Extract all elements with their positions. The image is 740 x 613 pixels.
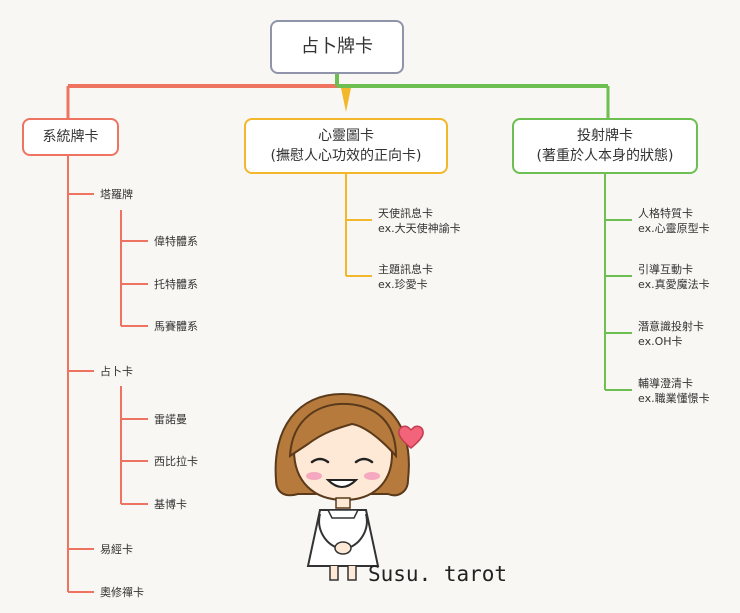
node-waite[interactable]: 偉特體系 <box>154 235 198 248</box>
node-line1: 天使訊息卡 <box>378 207 433 220</box>
node-theme-message[interactable]: 主題訊息卡 ex.珍愛卡 <box>378 262 433 292</box>
node-line2: ex.心靈原型卡 <box>638 222 710 235</box>
node-line2: ex.真愛魔法卡 <box>638 278 710 291</box>
signature: Susu. tarot <box>368 562 508 586</box>
node-angel-message[interactable]: 天使訊息卡 ex.大天使神諭卡 <box>378 206 461 236</box>
node-personality[interactable]: 人格特質卡 ex.心靈原型卡 <box>638 206 710 236</box>
node-line1: 輔導澄清卡 <box>638 377 693 390</box>
node-tarot[interactable]: 塔羅牌 <box>100 188 133 201</box>
branch-title: 心靈圖卡 <box>318 128 374 144</box>
branch-system-cards[interactable]: 系統牌卡 <box>22 118 119 156</box>
node-guided-interaction[interactable]: 引導互動卡 ex.真愛魔法卡 <box>638 262 710 292</box>
node-iching[interactable]: 易經卡 <box>100 543 133 556</box>
node-line2: ex.OH卡 <box>638 335 683 348</box>
branch-subtitle: (著重於人本身的狀態) <box>536 148 674 164</box>
branch-2-lines <box>345 174 372 277</box>
node-line2: ex.大天使神諭卡 <box>378 222 461 235</box>
root-label: 占卜牌卡 <box>301 36 373 57</box>
node-line2: ex.珍愛卡 <box>378 278 428 291</box>
branch-healing-cards[interactable]: 心靈圖卡 (撫慰人心功效的正向卡) <box>244 118 448 174</box>
node-marseille[interactable]: 馬賽體系 <box>154 320 198 333</box>
node-subconscious[interactable]: 潛意識投射卡 ex.OH卡 <box>638 319 704 349</box>
heart-icon <box>398 425 424 449</box>
node-oracle[interactable]: 占卜卡 <box>100 365 133 378</box>
node-osho-zen[interactable]: 奧修禪卡 <box>100 586 144 599</box>
node-kipper[interactable]: 基博卡 <box>154 498 187 511</box>
node-line1: 人格特質卡 <box>638 207 693 220</box>
node-counseling[interactable]: 輔導澄清卡 ex.職業懂憬卡 <box>638 376 710 406</box>
node-line1: 主題訊息卡 <box>378 263 433 276</box>
root-node[interactable]: 占卜牌卡 <box>270 20 404 74</box>
node-thoth[interactable]: 托特體系 <box>154 278 198 291</box>
node-line2: ex.職業懂憬卡 <box>638 392 710 405</box>
branch-subtitle: (撫慰人心功效的正向卡) <box>270 148 422 164</box>
node-line1: 潛意識投射卡 <box>638 320 704 333</box>
cartoon-girl-illustration <box>274 392 410 581</box>
node-line1: 引導互動卡 <box>638 263 693 276</box>
branch-projective-cards[interactable]: 投射牌卡 (著重於人本身的狀態) <box>512 118 698 174</box>
branch-3-lines <box>604 174 632 391</box>
branch-title: 投射牌卡 <box>577 128 633 144</box>
branch-1-lines <box>67 156 148 593</box>
branch-title: 系統牌卡 <box>42 129 99 145</box>
node-lenormand[interactable]: 雷諾曼 <box>154 413 187 426</box>
connector-center-arrow <box>341 88 351 112</box>
node-sibilla[interactable]: 西比拉卡 <box>154 455 198 468</box>
